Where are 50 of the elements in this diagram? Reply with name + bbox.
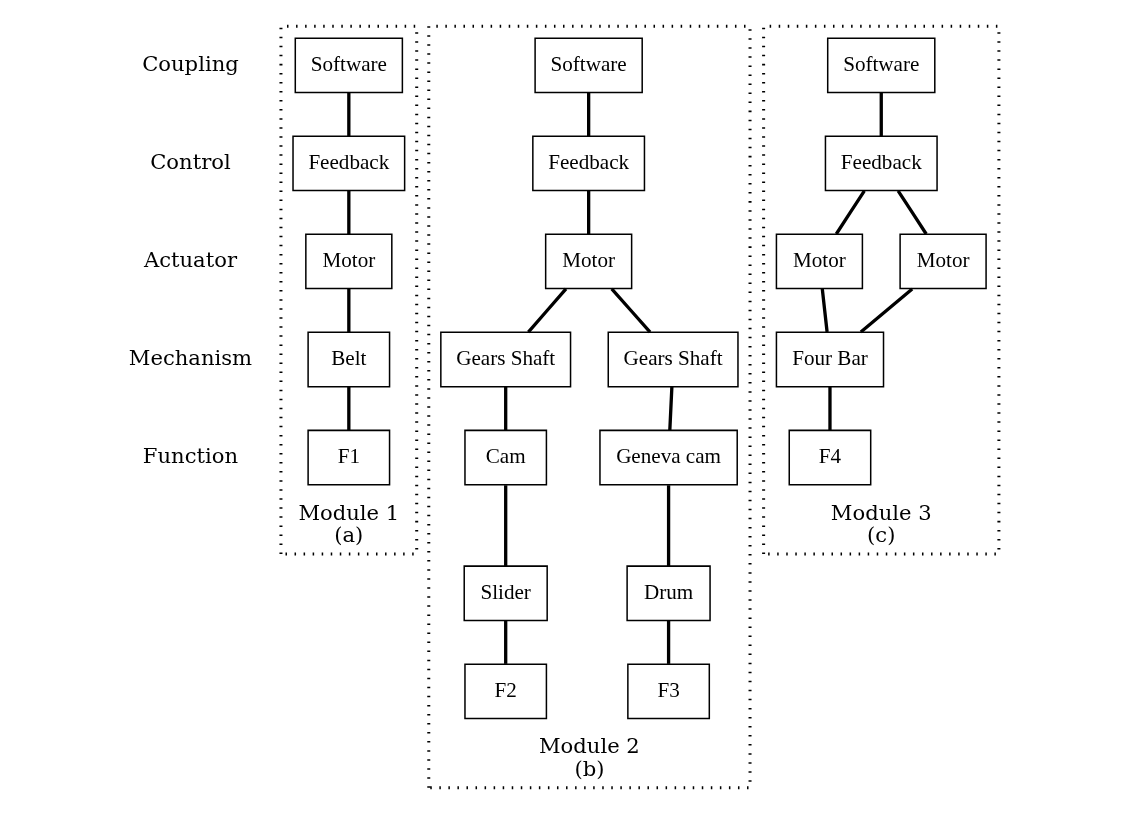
node-box: Feedback (531, 135, 645, 192)
node-label: (a) (333, 522, 363, 548)
connector (820, 288, 829, 333)
connector (896, 190, 928, 235)
connector (859, 287, 913, 334)
connector (666, 620, 670, 664)
node-box: Motor (898, 233, 987, 290)
label: Mechanism (128, 345, 252, 371)
node-box: Software (826, 37, 936, 94)
node-box: Gears Shaft (607, 331, 739, 388)
connector (666, 485, 670, 567)
node-box: Cam (463, 429, 547, 486)
node-box: Motor (304, 233, 393, 290)
node-box: Gears Shaft (439, 331, 571, 388)
node-box: Motor (544, 233, 632, 290)
node-box: Feedback (824, 135, 938, 192)
node-box: Drum (625, 565, 711, 622)
node-box: Slider (462, 565, 548, 622)
node-box: Software (294, 37, 403, 94)
connector (586, 190, 590, 234)
label: Function (142, 443, 238, 469)
node-box: Software (533, 37, 643, 94)
node-label: (c) (866, 522, 895, 548)
connector (346, 288, 350, 333)
node-label: (b) (573, 756, 604, 782)
connector (503, 485, 507, 567)
label: Coupling (141, 50, 239, 76)
connector (834, 190, 866, 235)
connector (586, 92, 590, 136)
connector (346, 386, 350, 431)
node-box: Belt (306, 331, 390, 388)
node-box: F3 (626, 663, 710, 720)
connector (879, 92, 883, 136)
connector (526, 287, 567, 334)
connector (503, 620, 507, 664)
connector (667, 386, 674, 431)
node-box: F1 (306, 429, 390, 486)
node-box: Four Bar (775, 331, 884, 388)
node-box: Geneva cam (598, 429, 738, 486)
node-box: Feedback (291, 135, 405, 192)
node-box: F4 (788, 429, 871, 486)
connector (610, 287, 651, 334)
label: Control (149, 148, 231, 174)
connector (346, 92, 350, 136)
label: Actuator (143, 247, 237, 273)
node-box: Motor (775, 233, 863, 290)
connector (346, 190, 350, 234)
connector (827, 386, 832, 431)
connector (503, 386, 507, 431)
node-box: F2 (463, 663, 547, 720)
